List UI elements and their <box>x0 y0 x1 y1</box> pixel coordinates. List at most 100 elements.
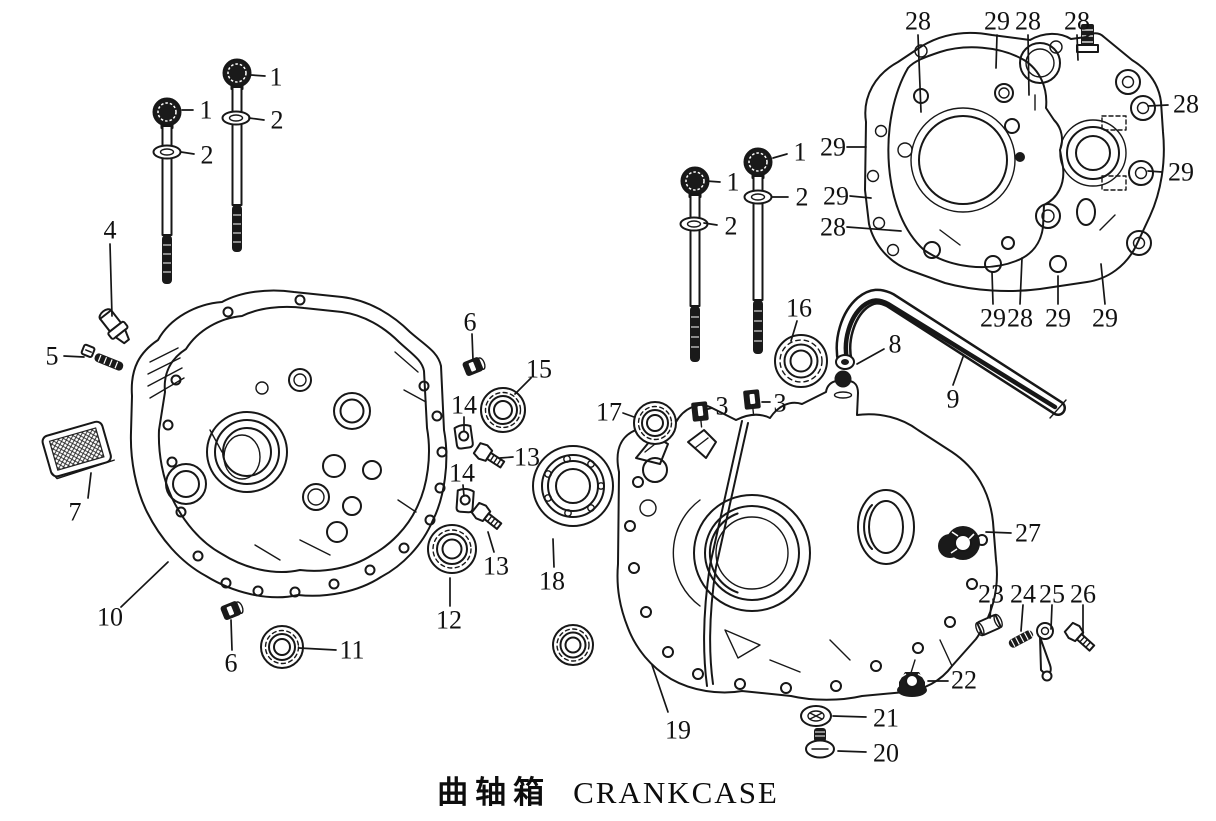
callout-leader-28-40 <box>1076 34 1079 61</box>
callout-label-2-3: 2 <box>201 141 214 170</box>
callout-leader-23-33 <box>989 604 992 619</box>
bearing-11-left-drawing <box>260 625 304 669</box>
callout-label-13-13: 13 <box>514 443 540 472</box>
callout-leader-29-42 <box>1147 170 1163 173</box>
callout-leader-10-7 <box>120 561 169 608</box>
callout-leader-27-32 <box>985 531 1012 534</box>
right-crankcase-half-drawing <box>616 370 998 701</box>
part-14-clip-lower-drawing <box>455 488 475 514</box>
callout-label-6-8: 6 <box>225 649 238 678</box>
callout-label-28-41: 28 <box>1173 90 1199 119</box>
part-3-dowel-right-drawing <box>743 389 761 416</box>
callout-label-22-31: 22 <box>951 666 977 695</box>
callout-label-1-22: 1 <box>794 138 807 167</box>
part-6-plug-lower-drawing <box>220 601 244 620</box>
bearing-15-drawing <box>480 387 526 433</box>
part-13-bolt-lower-drawing <box>470 501 503 530</box>
callout-label-1-0: 1 <box>270 63 283 92</box>
bearing-18-drawing <box>532 445 614 527</box>
bearing-17-drawing <box>633 401 677 445</box>
callout-label-1-23: 1 <box>727 168 740 197</box>
callout-label-27-32: 27 <box>1015 519 1041 548</box>
diagram-title-en: CRANKCASE <box>573 775 779 810</box>
callout-label-2-24: 2 <box>796 183 809 212</box>
diagram-title-zh: 曲轴箱 <box>437 775 552 810</box>
callout-leader-28-45 <box>846 226 902 232</box>
callout-leader-15-11 <box>514 377 532 395</box>
bearing-12-drawing <box>427 524 477 574</box>
callout-leader-1-0 <box>250 74 266 77</box>
callout-leader-13-13 <box>499 456 514 459</box>
callout-leader-28-47 <box>1019 257 1023 305</box>
callout-label-2-1: 2 <box>271 106 284 135</box>
callout-label-23-33: 23 <box>978 580 1004 609</box>
callout-leader-3-19 <box>703 407 713 411</box>
callout-leader-11-9 <box>298 647 337 651</box>
callout-label-29-49: 29 <box>1092 304 1118 333</box>
callout-leader-7-6 <box>87 472 92 499</box>
callout-label-28-37: 28 <box>905 7 931 36</box>
left-case-bolt-holes <box>162 294 448 598</box>
callout-label-28-40: 28 <box>1064 7 1090 36</box>
callout-label-9-27: 9 <box>947 385 960 414</box>
callout-leader-1-23 <box>705 180 721 183</box>
callout-leader-28-41 <box>1147 104 1169 107</box>
callout-label-8-26: 8 <box>889 330 902 359</box>
part-23-roller-drawing <box>975 613 1003 637</box>
callout-leader-4-4 <box>109 243 113 317</box>
stud-bolt-drawing-4 <box>680 166 710 362</box>
stud-bolt-drawing-1 <box>222 58 252 252</box>
callout-leader-24-34 <box>1020 604 1024 632</box>
callout-label-6-10: 6 <box>464 308 477 337</box>
washer-drawings <box>152 110 773 232</box>
callout-leader-8-26 <box>856 348 885 365</box>
part-6-plug-upper-drawing <box>462 357 486 376</box>
callout-leader-18-17 <box>552 538 555 568</box>
callout-label-21-29: 21 <box>873 704 899 733</box>
callout-label-29-43: 29 <box>820 133 846 162</box>
bearing-16-drawing <box>774 334 828 388</box>
callout-leader-2-3 <box>180 151 195 155</box>
callout-label-4-4: 4 <box>104 216 117 245</box>
callout-label-14-12: 14 <box>451 391 477 420</box>
callout-leader-2-1 <box>248 117 265 121</box>
callout-label-7-6: 7 <box>69 498 82 527</box>
callout-label-20-30: 20 <box>873 739 899 768</box>
callout-leader-25-35 <box>1050 604 1053 630</box>
part-21-seal-washer-drawing <box>800 705 832 727</box>
part-25-lever-drawing <box>1036 622 1054 682</box>
callout-label-17-18: 17 <box>596 398 622 427</box>
callout-label-2-25: 2 <box>725 212 738 241</box>
part-24-spring-drawing <box>1008 630 1034 648</box>
callout-leader-28-37 <box>917 34 922 113</box>
callout-label-3-19: 3 <box>716 392 729 421</box>
bearing-11-right-drawing <box>552 624 594 666</box>
callout-label-29-48: 29 <box>1045 304 1071 333</box>
part-14-clip-upper-drawing <box>453 423 474 450</box>
callout-leader-29-44 <box>849 195 872 199</box>
callout-label-28-47: 28 <box>1007 304 1033 333</box>
part-22-nut-drawing <box>897 672 927 697</box>
cover-flange-holes <box>866 40 1063 257</box>
part-5-screw-spring-drawing <box>80 343 124 371</box>
breather-tube-drawing <box>835 288 1067 419</box>
callout-label-11-9: 11 <box>339 636 364 665</box>
callout-leader-1-22 <box>772 153 788 159</box>
callout-leader-29-46 <box>991 271 994 305</box>
part-4-plug-drawing <box>98 308 130 345</box>
callout-leader-13-15 <box>487 531 495 553</box>
part-26-bolt-drawing <box>1063 621 1096 652</box>
callout-leader-2-25 <box>703 222 718 226</box>
bearing-balls <box>544 455 605 517</box>
callout-label-12-16: 12 <box>436 606 462 635</box>
callout-label-29-44: 29 <box>823 182 849 211</box>
callout-label-13-15: 13 <box>483 552 509 581</box>
left-crankcase-half-drawing <box>129 289 448 599</box>
callout-leader-29-49 <box>1100 263 1106 305</box>
callout-leader-16-21 <box>790 320 798 342</box>
part-20-drain-bolt-drawing <box>805 728 835 759</box>
callout-label-19-28: 19 <box>665 716 691 745</box>
diagram-title: 曲轴箱 CRANKCASE <box>0 767 1216 812</box>
